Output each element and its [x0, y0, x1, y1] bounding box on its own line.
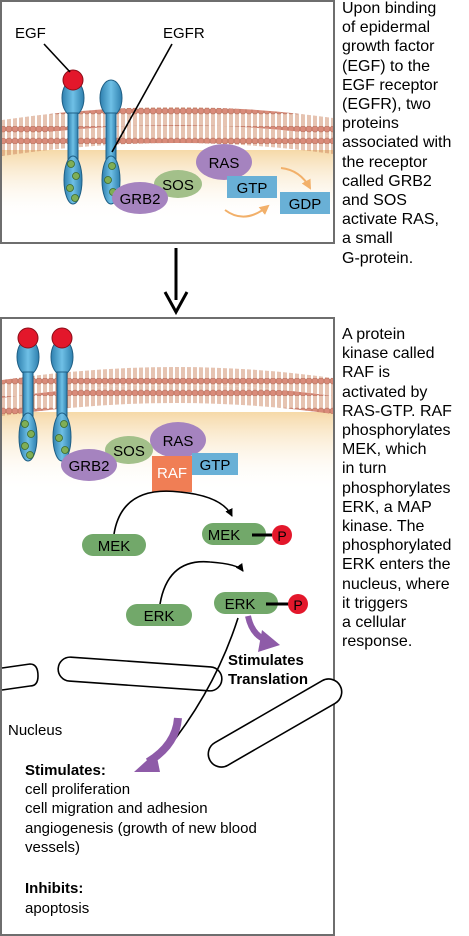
mek-phosphate: [272, 525, 292, 545]
mek-label: MEK: [98, 538, 131, 555]
sos-label-2: SOS: [113, 443, 145, 460]
grb2-protein-2: [61, 449, 117, 481]
caption-panel-1: Upon binding of epidermal growth factor …: [342, 0, 452, 267]
ras-label-1: RAS: [209, 155, 240, 172]
ras-protein-2: [150, 422, 206, 458]
gtp-exchange-arrow: [224, 204, 270, 218]
stimulates-item-3: angiogenesis (growth of new blood: [25, 820, 257, 837]
membrane-2: [2, 366, 333, 416]
stimulates-translation-line1: Stimulates: [228, 652, 304, 669]
sos-protein-2: [105, 436, 153, 464]
erk-phosphate-label: P: [293, 597, 302, 613]
gdp-box-1: [280, 192, 330, 214]
egf-label: EGF: [15, 25, 46, 42]
caption-panel-2: A protein kinase called RAF is activated…: [342, 326, 452, 651]
gtp-box-2: [192, 453, 238, 475]
mek-to-erk-arrow: [159, 560, 244, 605]
raf-to-mek-arrow: [113, 490, 233, 535]
stimulates-heading: Stimulates:: [25, 762, 106, 779]
raf-protein: [152, 456, 192, 492]
ras-protein-1: [196, 144, 252, 180]
inhibits-heading: Inhibits:: [25, 880, 83, 897]
panel-1: EGF EGFR RAS SOS GRB2 GTP GDP: [0, 0, 335, 244]
nuclear-envelope: [1, 656, 343, 768]
gtp-label-2: GTP: [200, 457, 231, 474]
ras-label-2: RAS: [163, 433, 194, 450]
erk-p-label: ERK: [225, 596, 256, 613]
nucleus-arrow-head: [134, 752, 160, 772]
egfr-pointer: [111, 43, 173, 153]
nucleus-label: Nucleus: [8, 722, 62, 739]
raf-label: RAF: [157, 465, 187, 482]
stimulates-item-1: cell proliferation: [25, 781, 130, 798]
stimulates-translation-line2: Translation: [228, 671, 308, 688]
egf-ligand-left-2: [17, 327, 39, 349]
egfr-receptor-left-2: [16, 338, 40, 462]
erk-phosphorylated: [214, 592, 278, 614]
mek-phosphate-label: P: [277, 528, 286, 544]
grb2-protein-1: [112, 182, 168, 214]
egf-ligand: [62, 69, 84, 91]
gdp-label-1: GDP: [289, 196, 322, 213]
gtp-label-1: GTP: [237, 180, 268, 197]
grb2-label-1: GRB2: [120, 191, 161, 208]
grb2-label-2: GRB2: [69, 458, 110, 475]
sos-protein-1: [154, 170, 202, 198]
erk-phosphate: [288, 594, 308, 614]
panel-transition-arrow: [163, 248, 189, 316]
gtp-box-1: [227, 176, 277, 198]
membrane-1: [2, 106, 333, 156]
egfr-label: EGFR: [163, 25, 205, 42]
mek-inactive: [82, 534, 146, 556]
inhibits-item-1: apoptosis: [25, 900, 89, 917]
mek-p-label: MEK: [208, 527, 241, 544]
egfr-receptor-right-2: [50, 338, 74, 462]
erk-label: ERK: [144, 608, 175, 625]
erk-inactive: [126, 604, 192, 626]
translation-arrow-head: [258, 630, 280, 652]
sos-label-1: SOS: [162, 177, 194, 194]
panel-2: RAS SOS GRB2 RAF GTP MEK MEK P ERK ERK P…: [0, 317, 343, 936]
gdp-release-arrow: [280, 167, 311, 190]
stimulates-item-4: vessels): [25, 839, 80, 856]
stimulates-item-2: cell migration and adhesion: [25, 800, 208, 817]
egf-pointer: [43, 43, 71, 73]
egfr-receptor-right: [99, 79, 123, 205]
egfr-receptor-left: [61, 79, 85, 205]
mek-phosphorylated: [202, 523, 266, 545]
egf-ligand-right-2: [51, 327, 73, 349]
